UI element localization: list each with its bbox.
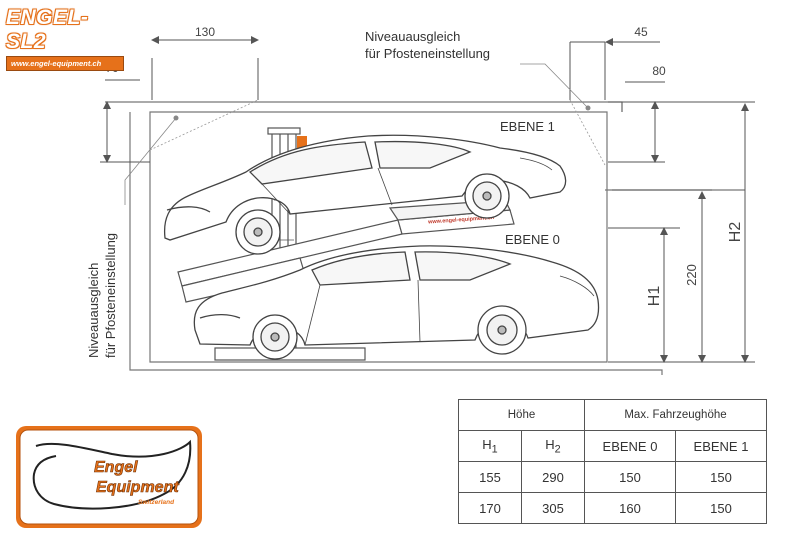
table-header-ebene0: EBENE 0 bbox=[584, 430, 676, 462]
note-top-line2: für Pfosteneinstellung bbox=[365, 46, 490, 61]
table-header-h1-sub: 1 bbox=[491, 443, 498, 456]
table-header-h2-text: H bbox=[545, 436, 555, 452]
table-group-vehicle: Max. Fahrzeughöhe bbox=[584, 399, 767, 431]
post-label bbox=[297, 136, 307, 150]
brand-title: ENGEL-SL2 bbox=[6, 6, 89, 53]
dotted-hint-right bbox=[569, 99, 606, 166]
dim-220: 220 bbox=[684, 264, 699, 286]
badge-swoosh bbox=[32, 439, 192, 510]
table-header-row: H1 H2 EBENE 0 EBENE 1 bbox=[458, 430, 767, 462]
dim-80: 80 bbox=[652, 64, 666, 78]
dotted-hint-left bbox=[149, 99, 259, 151]
dimension-lines bbox=[100, 36, 755, 363]
table-cell: 160 bbox=[584, 492, 676, 524]
note-side-line2: für Pfosteneinstellung bbox=[103, 233, 118, 358]
note-top-point bbox=[585, 105, 591, 111]
brand-logo: ENGEL-SL2 www.engel-equipment.ch bbox=[6, 6, 124, 71]
note-top-leader bbox=[520, 63, 589, 109]
note-side-point bbox=[173, 115, 179, 121]
platform-url: www.engel-equipment.ch bbox=[427, 215, 495, 226]
dim-45: 45 bbox=[634, 25, 648, 39]
table-header-h1: H1 bbox=[458, 430, 522, 462]
upper-platform bbox=[177, 199, 515, 303]
brand-url: www.engel-equipment.ch bbox=[6, 56, 124, 71]
table-cell: 155 bbox=[458, 461, 522, 493]
table-cell: 305 bbox=[521, 492, 585, 524]
note-side-leader bbox=[124, 117, 177, 205]
table-header-h1-text: H bbox=[482, 436, 492, 452]
badge-line2: Equipment bbox=[96, 479, 179, 496]
table-cell: 150 bbox=[675, 461, 767, 493]
table-row: 170 305 160 150 bbox=[458, 492, 767, 524]
badge-line3: Switzerland bbox=[138, 499, 175, 506]
table-header-ebene1: EBENE 1 bbox=[675, 430, 767, 462]
table-cell: 290 bbox=[521, 461, 585, 493]
dim-h1: H1 bbox=[646, 286, 663, 307]
spec-table: Höhe Max. Fahrzeughöhe H1 H2 EBENE 0 EBE… bbox=[458, 399, 767, 524]
table-cell: 170 bbox=[458, 492, 522, 524]
note-side-line1: Niveauausgleich bbox=[86, 263, 101, 358]
upper-car bbox=[163, 134, 567, 255]
table-row: 155 290 150 150 bbox=[458, 461, 767, 493]
dim-h2: H2 bbox=[727, 222, 744, 243]
table-group-height: Höhe bbox=[458, 399, 585, 431]
table-cell: 150 bbox=[675, 492, 767, 524]
note-top-line1: Niveauausgleich bbox=[365, 29, 460, 44]
table-group-row: Höhe Max. Fahrzeughöhe bbox=[458, 399, 767, 431]
badge-line1: Engel bbox=[94, 459, 138, 476]
lower-car bbox=[193, 245, 600, 360]
level-lower-label: EBENE 0 bbox=[505, 232, 560, 247]
company-badge: Engel Equipment Switzerland bbox=[16, 426, 202, 528]
table-header-h2: H2 bbox=[521, 430, 585, 462]
table-header-h2-sub: 2 bbox=[554, 443, 561, 456]
level-upper-label: EBENE 1 bbox=[500, 119, 555, 134]
table-cell: 150 bbox=[584, 461, 676, 493]
dim-130: 130 bbox=[195, 25, 215, 39]
